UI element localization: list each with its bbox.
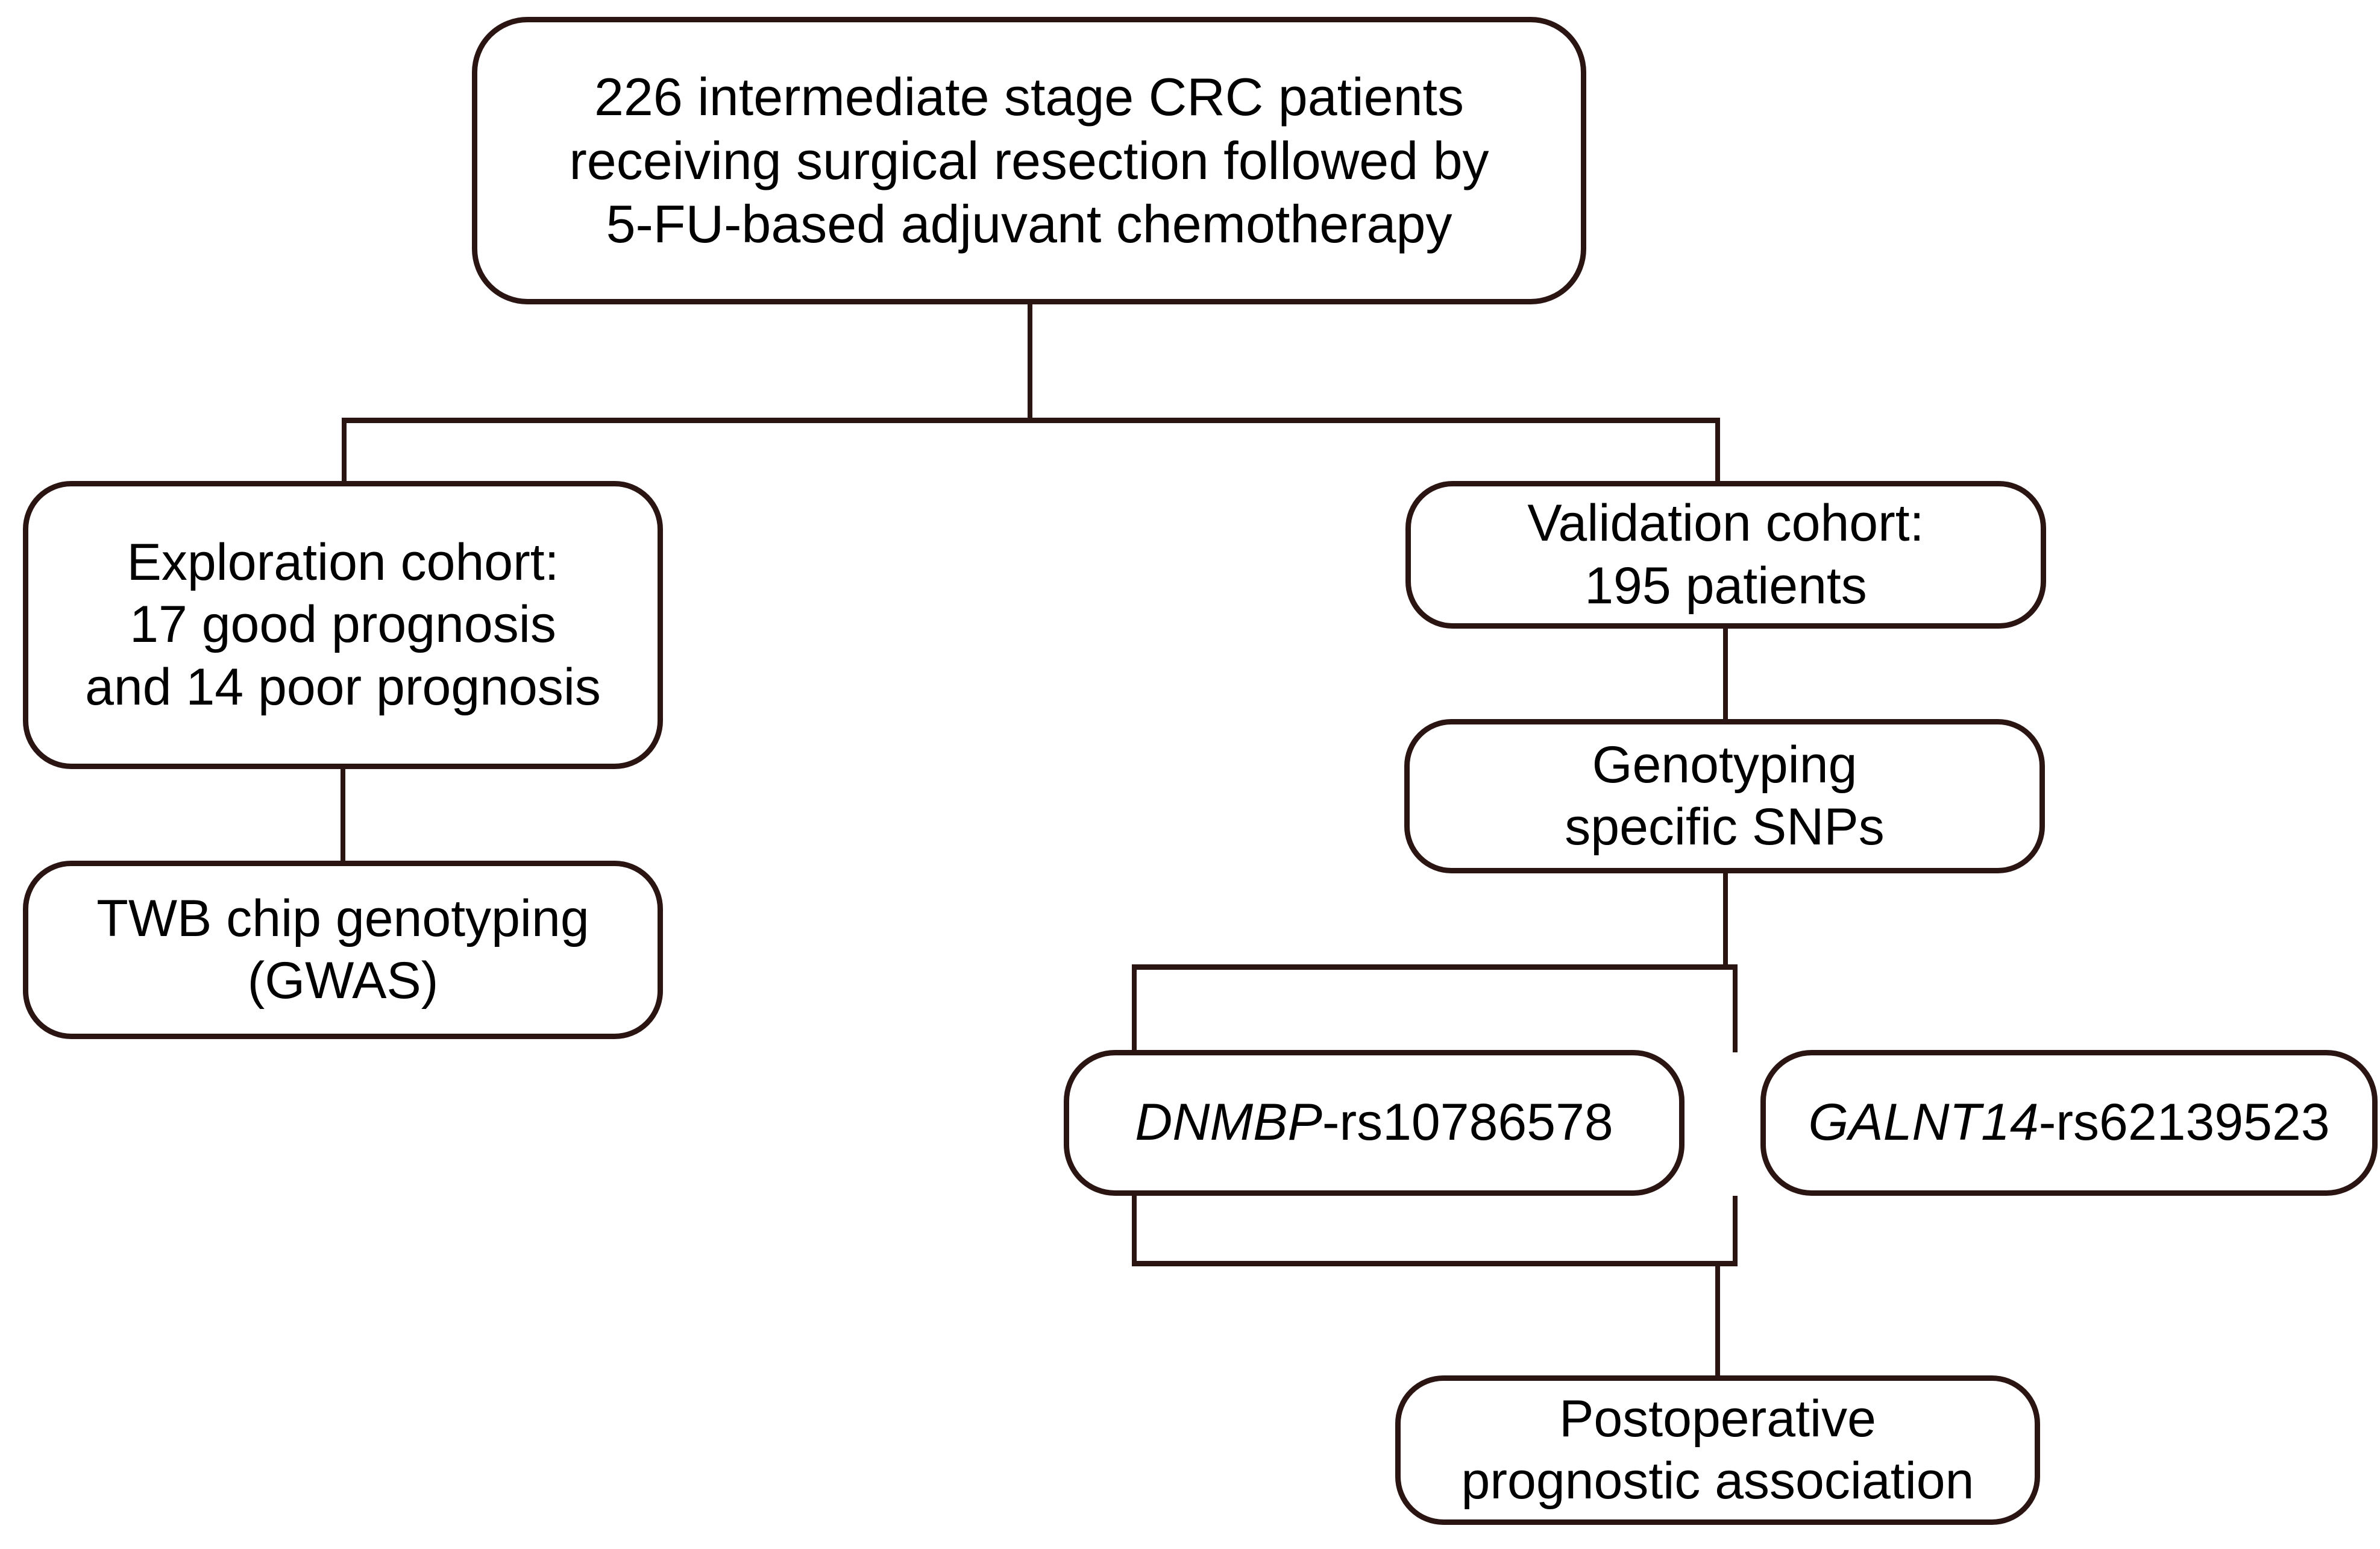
connector-validation-to-genotyping [1723,629,1728,720]
connector-merge-horizontal-bar [1132,1261,1738,1266]
connector-snp-right-drop [1733,964,1738,1052]
node-validation-cohort-text: Validation cohort: 195 patients [1411,492,2041,617]
snp-galnt14-gene-name: GALNT14 [1808,1093,2039,1152]
connector-split-left-drop [342,418,347,484]
cohort-overview-line-1: 226 intermediate stage CRC patients [594,67,1465,127]
connector-merge-to-postoperative [1715,1261,1720,1377]
validation-cohort-line-1: Validation cohort: [1527,494,1924,553]
node-snp-dnmbp-text: DNMBP-rs10786578 [1069,1092,1679,1154]
snp-dnmbp-rsid: -rs10786578 [1322,1093,1613,1152]
node-exploration-cohort-text: Exploration cohort: 17 good prognosis an… [28,532,658,718]
connector-genotyping-to-snp-split [1723,873,1728,967]
postoperative-line-2: prognostic association [1461,1452,1974,1510]
genotyping-line-2: specific SNPs [1565,798,1885,856]
node-validation-cohort: Validation cohort: 195 patients [1405,481,2046,629]
exploration-cohort-line-1: Exploration cohort: [127,533,559,592]
snp-galnt14-label: GALNT14-rs62139523 [1777,1092,2361,1154]
connector-snp-left-drop [1132,964,1137,1052]
node-genotyping-specific-snps-text: Genotyping specific SNPs [1410,734,2039,858]
connector-split-horizontal-bar [342,418,1720,423]
exploration-cohort-line-3: and 14 poor prognosis [85,658,601,716]
twb-line-2: (GWAS) [247,952,439,1010]
node-postoperative-text: Postoperative prognostic association [1401,1388,2035,1512]
connector-exploration-to-twb [341,769,345,862]
twb-line-1: TWB chip genotyping [96,889,589,947]
snp-dnmbp-label: DNMBP-rs10786578 [1080,1092,1668,1154]
node-snp-galnt14-text: GALNT14-rs62139523 [1766,1092,2372,1154]
node-genotyping-specific-snps: Genotyping specific SNPs [1404,719,2045,873]
node-snp-galnt14: GALNT14-rs62139523 [1760,1050,2378,1196]
cohort-overview-line-2: receiving surgical resection followed by [569,130,1489,190]
genotyping-line-1: Genotyping [1592,735,1857,794]
postoperative-line-1: Postoperative [1559,1389,1876,1448]
connector-top-to-split [1028,304,1032,420]
snp-dnmbp-gene-name: DNMBP [1135,1093,1322,1152]
connector-split-right-drop [1715,418,1720,484]
connector-snp-left-merge [1132,1196,1137,1265]
connector-snp-split-bar [1132,964,1738,970]
snp-galnt14-rsid: -rs62139523 [2038,1093,2330,1152]
node-cohort-overview-text: 226 intermediate stage CRC patients rece… [477,65,1581,256]
validation-cohort-line-2: 195 patients [1584,556,1867,615]
node-twb-chip-genotyping-text: TWB chip genotyping (GWAS) [28,888,658,1012]
connector-snp-right-merge [1733,1196,1738,1265]
node-exploration-cohort: Exploration cohort: 17 good prognosis an… [23,481,663,769]
cohort-overview-line-3: 5-FU-based adjuvant chemotherapy [606,194,1452,254]
node-postoperative-prognostic-association: Postoperative prognostic association [1395,1375,2040,1525]
node-twb-chip-genotyping: TWB chip genotyping (GWAS) [23,861,663,1039]
node-cohort-overview: 226 intermediate stage CRC patients rece… [472,17,1586,304]
exploration-cohort-line-2: 17 good prognosis [130,595,556,654]
node-snp-dnmbp: DNMBP-rs10786578 [1064,1050,1685,1196]
